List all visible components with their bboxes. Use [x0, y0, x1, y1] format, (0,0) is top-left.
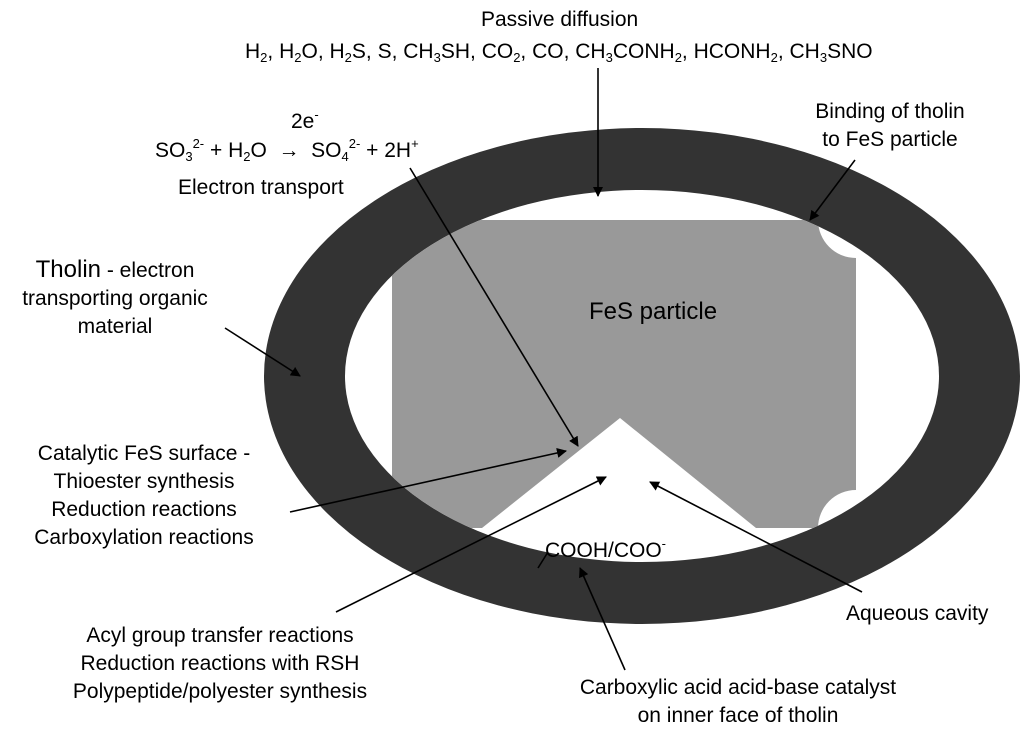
binding-arrow [809, 159, 856, 221]
species-base: CH [403, 40, 434, 63]
fes-particle [392, 220, 856, 528]
tholin-arrow [224, 327, 301, 377]
species-base: H [279, 40, 295, 63]
aqueous-cavity-label: Aqueous cavity [846, 602, 989, 625]
species-subscript: 2 [674, 50, 682, 65]
species-subscript: 2 [294, 50, 302, 65]
catalytic-arrow [289, 448, 567, 513]
binding-label: Binding of tholin to FeS particle [815, 100, 965, 151]
acyl-transfer-label: Acyl group transfer reactions Reduction … [72, 624, 368, 703]
cooh-label: COOH/COO- [545, 536, 667, 562]
species-base: CH [575, 40, 606, 63]
species-suffix: , CO, [520, 40, 576, 63]
species-suffix: SNO [827, 40, 873, 63]
species-suffix: S, S, [351, 40, 404, 63]
species-suffix: SH, [440, 40, 482, 63]
carboxylic-arrow [579, 567, 626, 671]
species-suffix: , [267, 40, 280, 63]
electron-transport-label: Electron transport [178, 176, 344, 199]
species-subscript: 3 [433, 50, 441, 65]
passive-diffusion-title: Passive diffusion [481, 8, 639, 31]
catalytic-surface-label: Catalytic FeS surface - Thioester synthe… [34, 442, 254, 549]
species-base: CO [481, 40, 514, 63]
species-suffix: , HCONH [681, 40, 771, 63]
carboxylic-catalyst-label: Carboxylic acid acid-base catalyst on in… [579, 676, 897, 727]
species-subscript: 2 [770, 50, 778, 65]
cooh-leader-line [537, 551, 549, 569]
sulfite-oxidation-reaction: SO32- + H2O → SO42- + 2H+ [155, 136, 419, 164]
species-subscript: 3 [819, 50, 828, 65]
acyl-arrow [335, 476, 607, 613]
species-suffix: CONH [612, 40, 675, 63]
fes-particle-label: FeS particle [589, 298, 718, 325]
species-subscript: 2 [344, 50, 352, 65]
electron-transport-arrow [409, 167, 579, 447]
species-base: H [245, 40, 261, 63]
species-suffix: O, [301, 40, 330, 63]
species-subscript: 3 [605, 50, 613, 65]
species-suffix: , [777, 40, 790, 63]
species-subscript: 2 [513, 50, 521, 65]
reaction-electrons: 2e- [291, 107, 319, 133]
species-subscript: 2 [260, 50, 268, 65]
species-base: CH [789, 40, 820, 63]
diffusing-species-list: H2, H2O, H2S, S, CH3SH, CO2, CO, CH3CONH… [245, 38, 873, 72]
species-base: H [329, 40, 345, 63]
tholin-label: Tholin - electron transporting organic m… [22, 256, 208, 338]
aqueous-arrow [649, 481, 863, 593]
